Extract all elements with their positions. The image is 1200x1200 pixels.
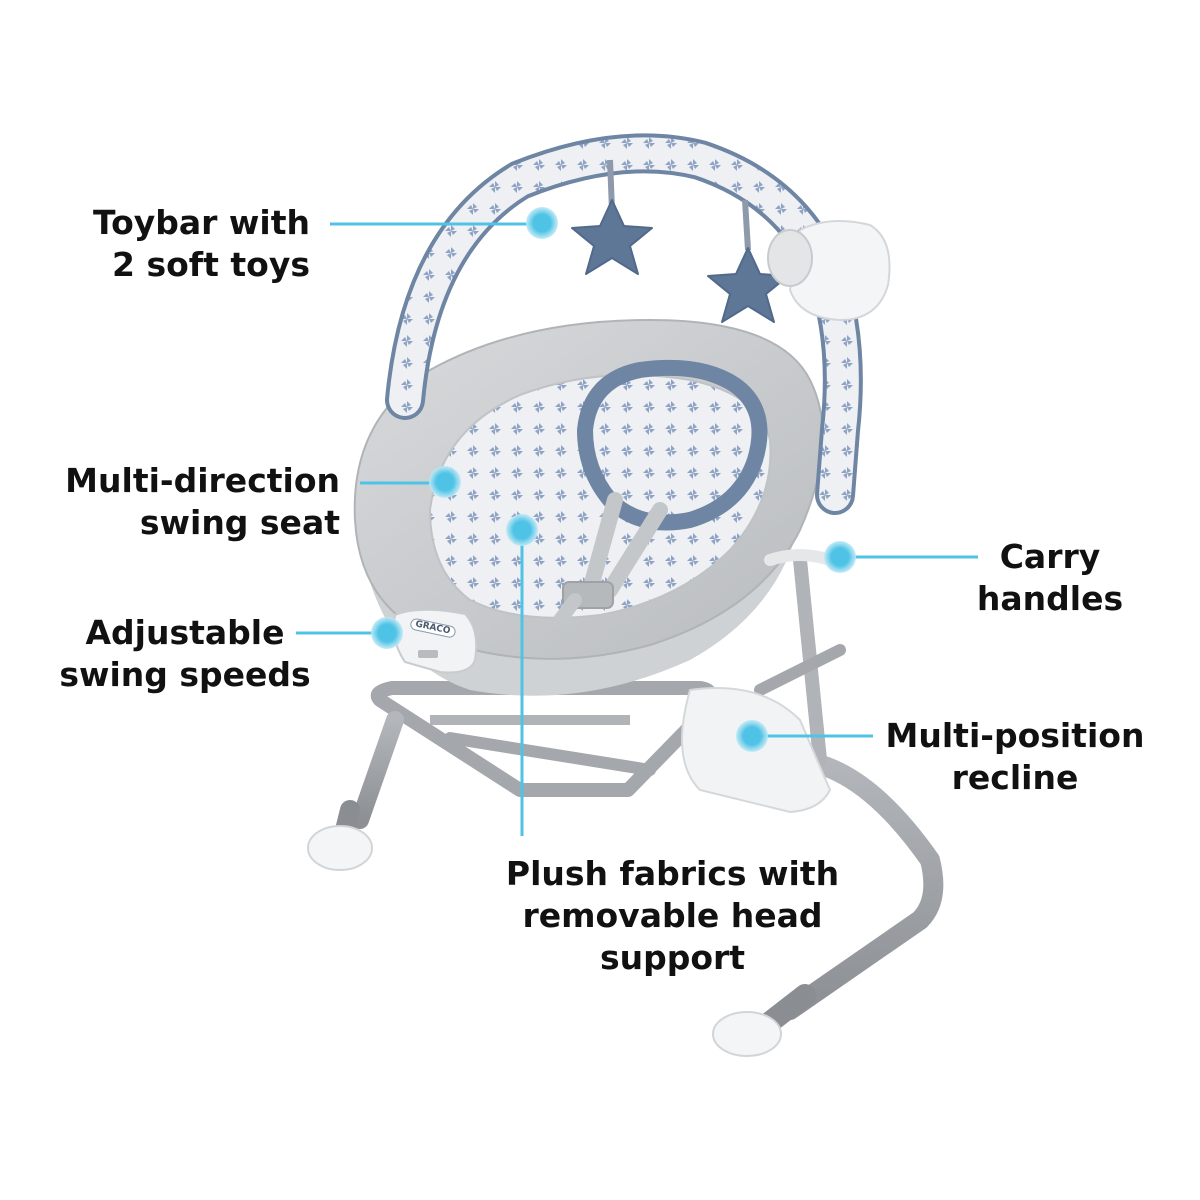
label-handles-line-2: handles	[976, 579, 1124, 618]
label-seat-line-2: swing seat	[139, 503, 340, 542]
label-fabrics: Plush fabrics with removable head suppor…	[500, 853, 845, 979]
callout-dot-toybar	[526, 207, 558, 239]
callout-dot-speeds	[371, 617, 403, 649]
label-recline-line-1: Multi-position	[885, 716, 1145, 755]
label-fabrics-line-3: support	[599, 938, 746, 977]
toybar	[385, 133, 891, 515]
callout-lines	[296, 222, 978, 836]
label-handles: Carry handles	[960, 536, 1140, 620]
label-seat: Multi-direction swing seat	[40, 460, 340, 544]
callout-dot-fabrics	[506, 514, 538, 546]
label-seat-line-1: Multi-direction	[65, 461, 340, 500]
control-panel	[392, 608, 478, 674]
label-handles-line-1: Carry	[999, 537, 1101, 576]
label-toybar-line-2: 2 soft toys	[112, 245, 310, 284]
label-speeds-line-2: swing speeds	[59, 655, 311, 694]
label-speeds-line-1: Adjustable	[85, 613, 285, 652]
label-toybar: Toybar with 2 soft toys	[90, 202, 310, 286]
callout-dot-seat	[429, 466, 461, 498]
label-toybar-line-1: Toybar with	[92, 203, 310, 242]
label-recline-line-2: recline	[951, 758, 1079, 797]
label-recline: Multi-position recline	[885, 715, 1145, 799]
callout-dots	[371, 207, 856, 752]
callout-dot-recline	[736, 720, 768, 752]
label-fabrics-line-2: removable head	[522, 896, 823, 935]
callout-dot-handles	[824, 541, 856, 573]
label-fabrics-line-1: Plush fabrics with	[505, 854, 840, 893]
label-speeds: Adjustable swing speeds	[40, 612, 330, 696]
